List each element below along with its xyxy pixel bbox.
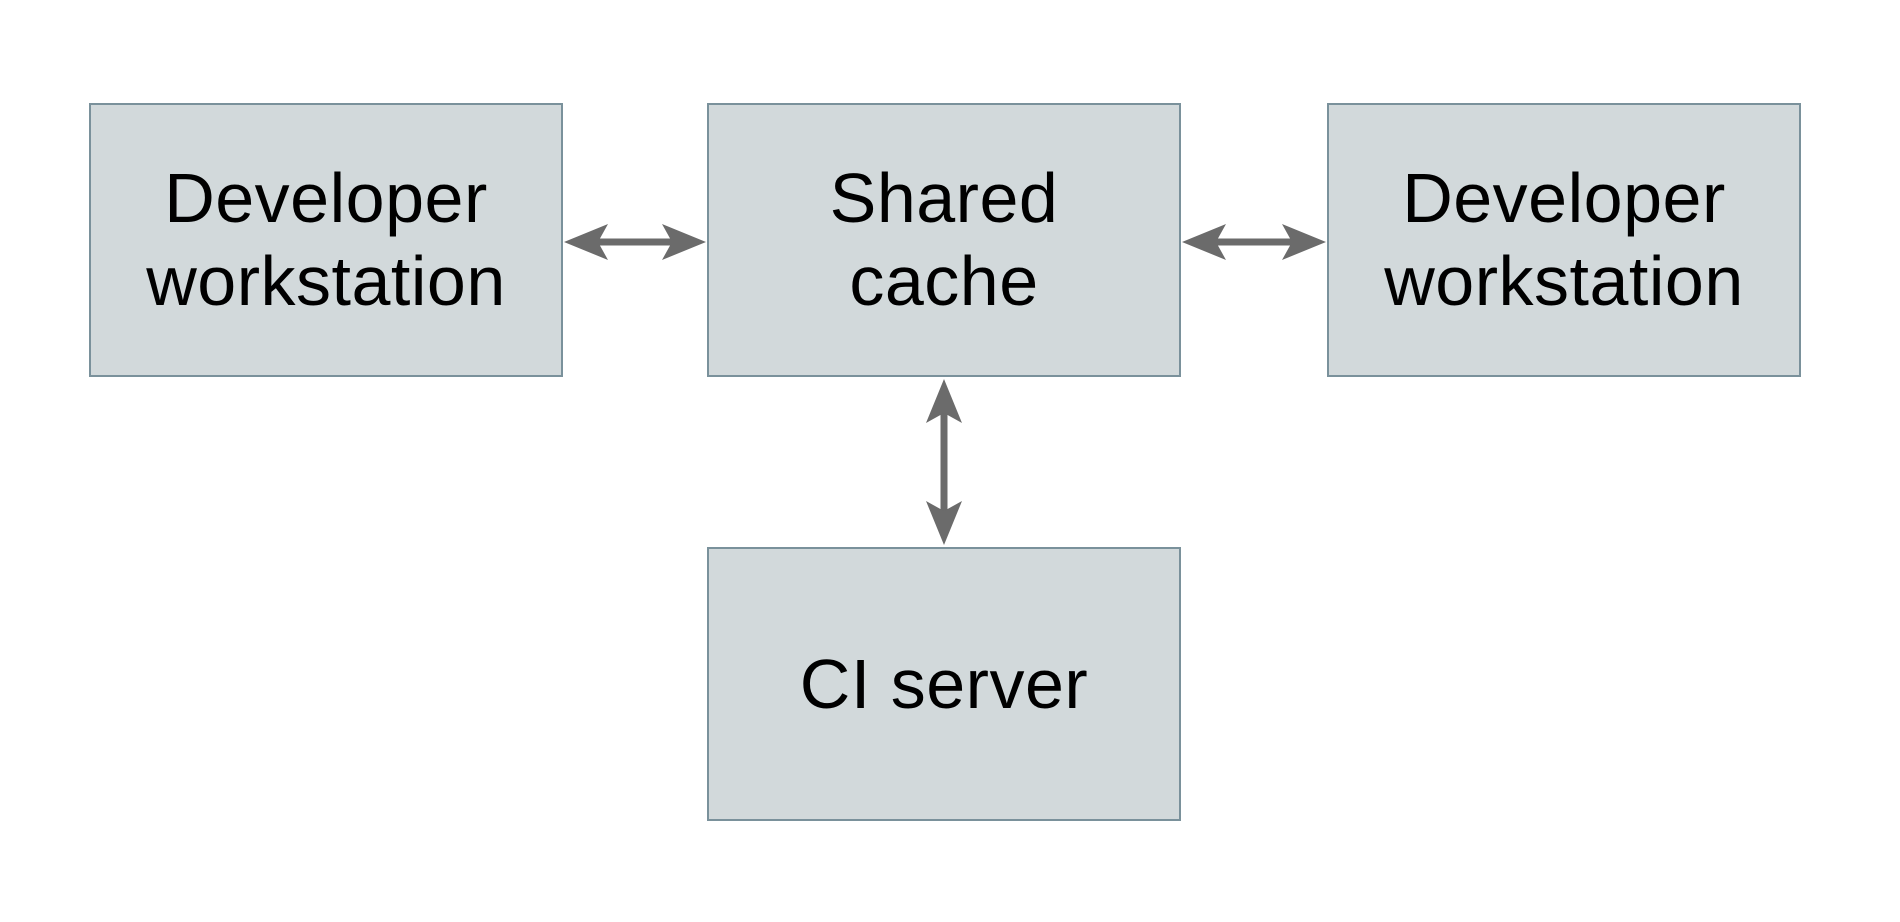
arrowhead-down-icon (926, 501, 962, 545)
arrowhead-left-icon (564, 224, 608, 260)
edge-shared-cache-ci-server (926, 379, 962, 545)
node-developer-workstation-right: Developer workstation (1327, 103, 1801, 377)
node-label-developer-workstation-right: Developer workstation (1384, 159, 1744, 320)
node-label-shared-cache: Shared cache (829, 159, 1059, 320)
arrowhead-right-icon (662, 224, 706, 260)
edge-shared-cache-right-workstation (1182, 224, 1326, 260)
arrowhead-left-icon (1182, 224, 1226, 260)
arrowhead-right-icon (1282, 224, 1326, 260)
arrowhead-up-icon (926, 379, 962, 423)
node-label-ci-server: CI server (799, 644, 1089, 723)
node-ci-server: CI server (707, 547, 1181, 821)
node-label-developer-workstation-left: Developer workstation (146, 159, 506, 320)
edge-left-workstation-shared-cache (564, 224, 706, 260)
node-developer-workstation-left: Developer workstation (89, 103, 563, 377)
node-shared-cache: Shared cache (707, 103, 1181, 377)
